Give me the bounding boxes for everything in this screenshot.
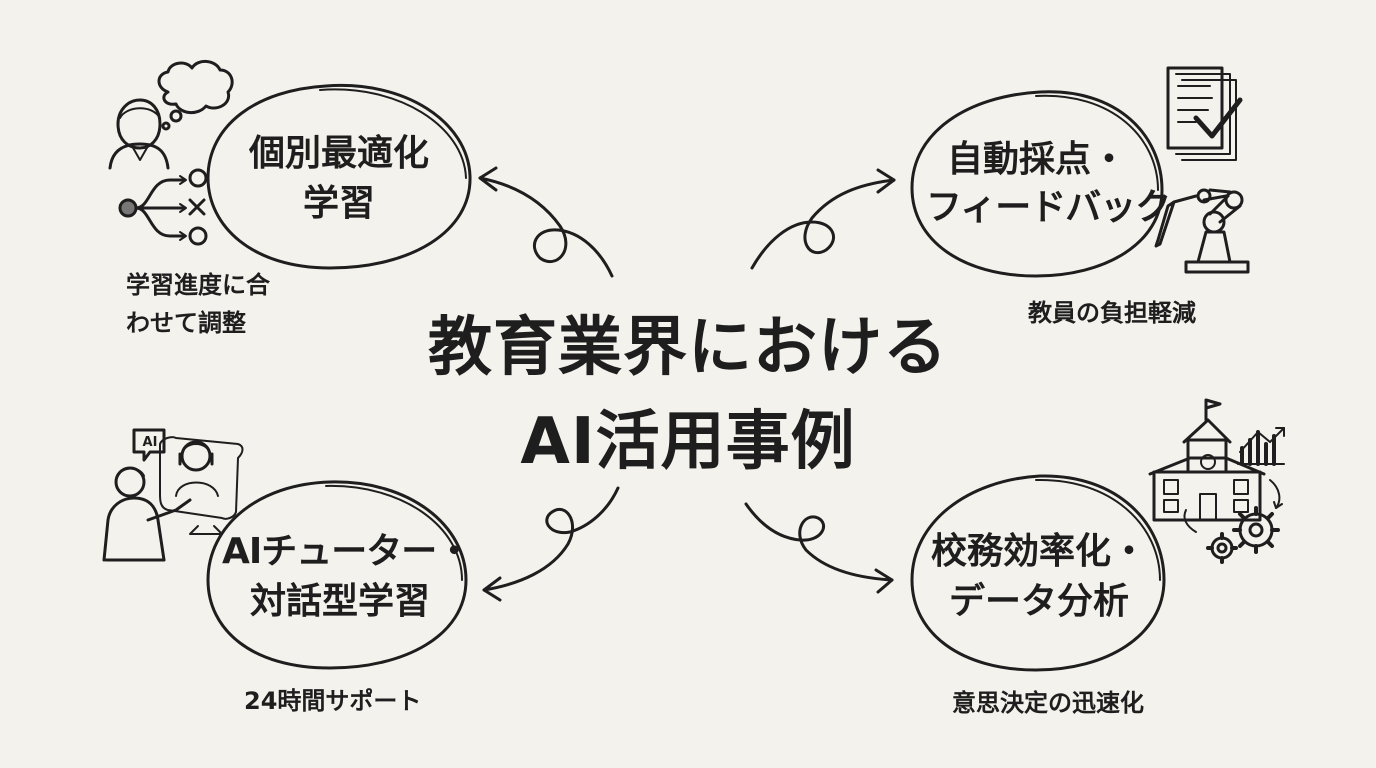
bar-chart-icon — [1237, 427, 1285, 466]
student-thinking-icon — [108, 60, 234, 170]
arrow-to-auto-grading — [750, 168, 896, 270]
ai-tutor-screen-icon — [102, 428, 244, 562]
gears-icon — [1183, 479, 1283, 564]
node-personalized-note-line2: わせて調整 — [126, 309, 246, 337]
ai-badge-label: AI — [143, 435, 158, 450]
node-auto-grading-note: 教員の負担軽減 — [1028, 299, 1196, 327]
main-title-line2: AI活用事例 — [520, 405, 856, 479]
branching-path-icon — [118, 168, 208, 246]
main-title-line1: 教育業界における — [428, 311, 948, 385]
node-school-affairs-note: 意思決定の迅速化 — [952, 689, 1144, 717]
node-ellipse-auto-grading — [910, 90, 1164, 278]
node-personalized-title-line1: 個別最適化 — [248, 133, 429, 174]
node-ai-tutor-title-line2: 対話型学習 — [249, 581, 430, 622]
node-personalized-title-line2: 学習 — [302, 183, 375, 224]
robot-arm-pen-icon — [1154, 188, 1250, 274]
school-building-icon — [1148, 398, 1266, 522]
arrow-to-ai-tutor — [482, 486, 620, 602]
node-ai-tutor-note: 24時間サポート — [244, 687, 422, 715]
node-ellipse-personalized — [206, 83, 472, 270]
node-personalized-note-line1: 学習進度に合 — [126, 271, 270, 299]
node-ellipse-ai-tutor — [206, 480, 468, 670]
node-school-affairs-title-line1: 校務効率化・ — [930, 531, 1147, 572]
node-school-affairs-title-line2: データ分析 — [948, 581, 1129, 622]
document-check-icon — [1166, 66, 1243, 161]
arrow-to-school-affairs — [744, 502, 894, 594]
node-ellipse-school-affairs — [910, 474, 1166, 672]
arrow-to-personalized — [478, 166, 614, 278]
node-auto-grading-title-line1: 自動採点・ — [946, 139, 1127, 180]
node-ai-tutor-title-line1: AIチューター・ — [222, 531, 472, 572]
node-auto-grading-title-line2: フィードバック — [926, 187, 1171, 228]
